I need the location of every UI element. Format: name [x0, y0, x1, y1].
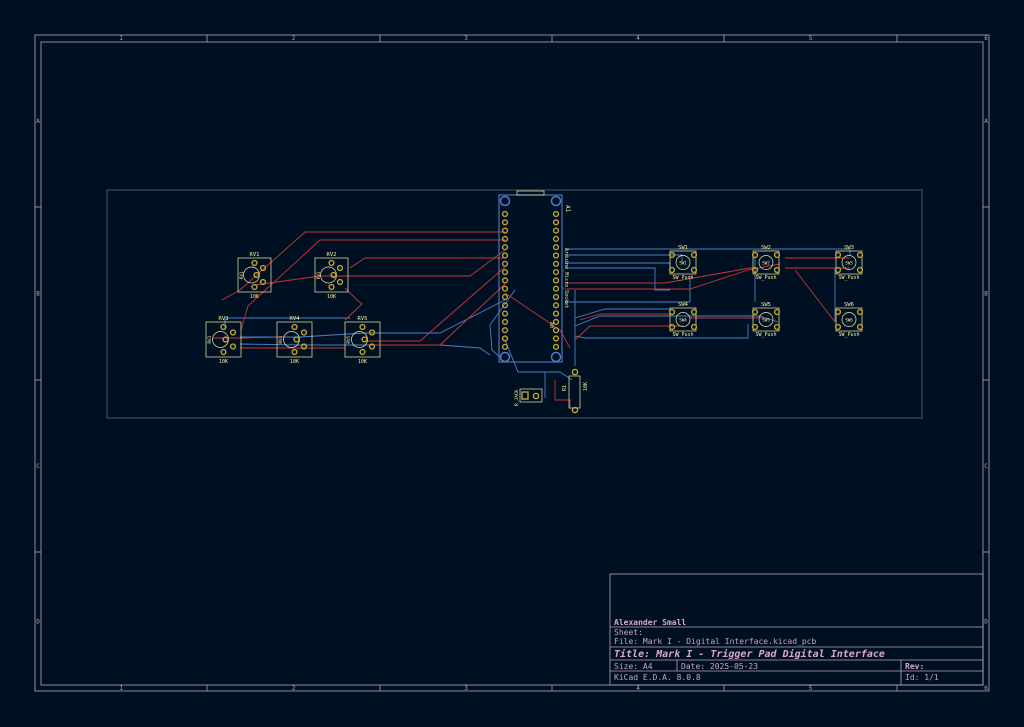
- potentiometer-value: 10K: [290, 359, 299, 365]
- potentiometer-rv2[interactable]: RV2 10K RV2: [314, 252, 349, 300]
- jack-value: R_JACK: [514, 389, 520, 406]
- potentiometer-inner-label: RV2: [316, 271, 321, 279]
- resistor-ref: R1: [562, 385, 568, 391]
- potentiometer-inner-label: RV4: [278, 335, 283, 343]
- switch-ref: SW5: [761, 302, 771, 308]
- column-label: 3: [464, 685, 468, 692]
- potentiometer-ref: RV4: [290, 316, 301, 322]
- potentiometer-inner-label: RV3: [207, 335, 212, 343]
- page-title: Title: Mark I - Trigger Pad Digital Inte…: [614, 648, 885, 660]
- mcu-pin-label: A0: [548, 322, 554, 328]
- drawing-frame: 1 1 2 2 3 3 4 4 5 5 6 6 A A B B C C D D: [34, 34, 990, 692]
- column-label: 1: [119, 685, 123, 692]
- jack-connector[interactable]: R_JACK: [514, 388, 543, 406]
- sheet-date: Date: 2025-05-23: [681, 662, 758, 671]
- row-label: D: [36, 619, 40, 626]
- revision-label: Rev:: [905, 662, 924, 671]
- switch-ref: SW1: [678, 245, 688, 251]
- row-label: A: [36, 118, 40, 125]
- switch-ref: SW3: [844, 245, 854, 251]
- switch-inner-ref: SW1: [679, 261, 687, 266]
- row-label: B: [984, 291, 988, 298]
- company-name: Alexander Small: [614, 618, 686, 627]
- potentiometer-ref: RV5: [358, 316, 368, 322]
- potentiometer-value: 10K: [327, 294, 336, 300]
- title-block: Alexander Small Sheet: File: Mark I - Di…: [609, 573, 984, 686]
- column-label: 5: [809, 685, 813, 692]
- resistor-value: 10K: [583, 382, 589, 391]
- potentiometer-rv4[interactable]: RV4 10K RV4: [276, 316, 313, 365]
- sheet-label: Sheet:: [614, 628, 643, 637]
- potentiometer-ref: RV1: [250, 252, 260, 258]
- switch-value: SW_Push: [755, 275, 776, 281]
- column-label: 2: [292, 685, 296, 692]
- row-label: B: [36, 291, 40, 298]
- mcu-ref: A1: [564, 205, 571, 213]
- potentiometer-value: 10K: [358, 359, 367, 365]
- switch-inner-ref: SW3: [845, 261, 853, 266]
- push-switches: SW1SW1SW_PushSW2SW2SW_PushSW3SW3SW_PushS…: [668, 245, 864, 338]
- tool-version: KiCad E.D.A. 8.0.8: [614, 673, 701, 682]
- switch-ref: SW6: [844, 302, 854, 308]
- resistor-r1[interactable]: R1 10K: [562, 368, 589, 414]
- potentiometer-ref: RV2: [327, 252, 337, 258]
- sheet-size: Size: A4: [614, 662, 653, 671]
- switch-inner-ref: SW4: [679, 318, 687, 323]
- switch-inner-ref: SW2: [762, 261, 770, 266]
- potentiometer-inner-label: RV1: [239, 271, 244, 279]
- column-label: 5: [809, 35, 813, 42]
- column-label: 6: [984, 35, 988, 42]
- frame-row-labels: A A B B C C D D: [36, 118, 988, 626]
- file-name: File: Mark I - Digital Interface.kicad_p…: [614, 637, 816, 646]
- potentiometer-value: 10K: [250, 294, 259, 300]
- potentiometer-inner-label: RV5: [346, 335, 351, 343]
- potentiometer-rv5[interactable]: RV5 10K RV5: [344, 316, 381, 365]
- switch-value: SW_Push: [672, 275, 693, 281]
- frame-column-labels: 1 1 2 2 3 3 4 4 5 5 6 6: [119, 35, 988, 692]
- row-label: C: [984, 463, 988, 470]
- switch-value: SW_Push: [755, 332, 776, 338]
- row-label: D: [984, 619, 988, 626]
- potentiometer-ref: RV3: [219, 316, 229, 322]
- sheet-id: Id: 1/1: [905, 673, 939, 682]
- column-label: 3: [464, 35, 468, 42]
- arduino-micro-socket[interactable]: A1 Arduino_Micro_Socket A0: [498, 190, 571, 363]
- column-label: 1: [119, 35, 123, 42]
- column-label: 2: [292, 35, 296, 42]
- column-label: 6: [984, 685, 988, 692]
- column-label: 4: [636, 35, 640, 42]
- switch-value: SW_Push: [838, 332, 859, 338]
- switch-ref: SW2: [761, 245, 771, 251]
- row-label: A: [984, 118, 988, 125]
- potentiometer-rv3[interactable]: RV3 10K RV3: [205, 316, 242, 365]
- board-outline: [106, 189, 923, 419]
- potentiometer-rv1[interactable]: RV1 10K RV1: [237, 252, 272, 300]
- front-copper-traces: [213, 231, 850, 407]
- potentiometer-value: 10K: [219, 359, 228, 365]
- column-label: 4: [636, 685, 640, 692]
- potentiometers: RV110KRV1RV210KRV2RV310KRV3RV410KRV4RV51…: [205, 252, 381, 365]
- switch-inner-ref: SW5: [762, 318, 770, 323]
- switch-ref: SW4: [678, 302, 689, 308]
- mcu-value: Arduino_Micro_Socket: [563, 248, 569, 308]
- switch-value: SW_Push: [838, 275, 859, 281]
- switch-value: SW_Push: [672, 332, 693, 338]
- row-label: C: [36, 463, 40, 470]
- switch-inner-ref: SW6: [845, 318, 853, 323]
